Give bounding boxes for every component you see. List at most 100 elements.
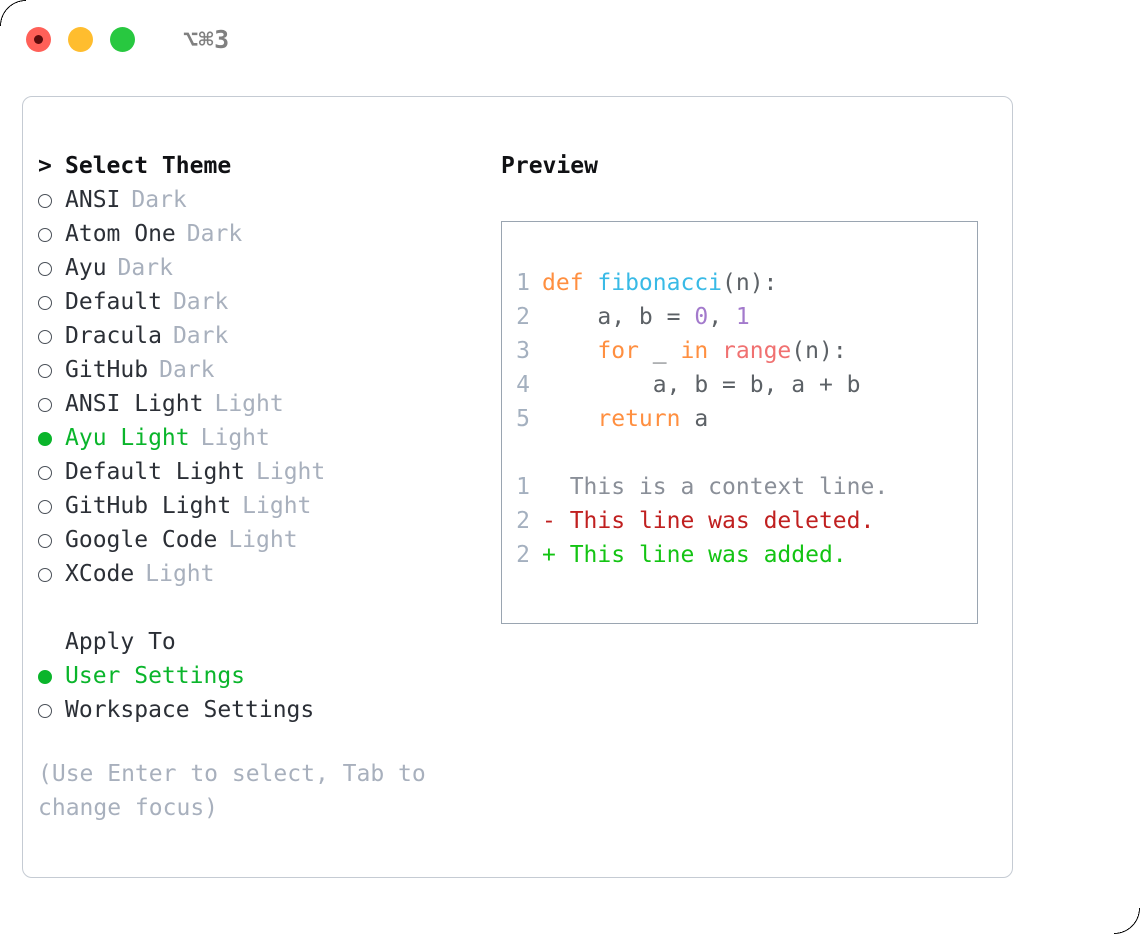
- preview-title: Preview: [501, 153, 598, 179]
- select-theme-header: > Select Theme: [38, 149, 493, 183]
- code-line-source: def fibonacci(n):: [542, 266, 777, 300]
- theme-option-ayu-light[interactable]: Ayu Light Light: [38, 421, 493, 455]
- theme-option-label: GitHub Light: [65, 493, 232, 519]
- theme-option-dracula[interactable]: Dracula Dark: [38, 319, 493, 353]
- code-token-fn: fibonacci: [597, 270, 723, 296]
- theme-option-variant: Dark: [186, 221, 243, 247]
- theme-option-label: Atom One: [65, 221, 176, 247]
- radio-dot: [38, 500, 52, 514]
- radio-selected-icon: [38, 421, 65, 455]
- diff-text: This is a context line.: [555, 474, 889, 500]
- code-token-punc: (n):: [791, 338, 847, 364]
- code-token-plain: a, b =: [542, 304, 695, 330]
- theme-option-atom-one[interactable]: Atom One Dark: [38, 217, 493, 251]
- apply-to-option-workspace-settings[interactable]: Workspace Settings: [38, 693, 493, 727]
- diff-sign: -: [542, 508, 556, 534]
- theme-option-variant: Light: [200, 425, 270, 451]
- radio-dot: [38, 262, 52, 276]
- diff-text: This line was added.: [555, 542, 847, 568]
- radio-dot: [38, 330, 52, 344]
- theme-option-ansi-light[interactable]: ANSI Light Light: [38, 387, 493, 421]
- radio-empty-icon: [38, 387, 65, 421]
- code-line-number: 2: [516, 304, 530, 330]
- radio-empty-icon: [38, 557, 65, 591]
- apply-to-option-user-settings[interactable]: User Settings: [38, 659, 493, 693]
- theme-option-variant: Light: [256, 459, 326, 485]
- code-token-plain: _: [638, 338, 681, 364]
- diff-line-content: This is a context line.: [542, 470, 889, 504]
- theme-option-label: Default: [65, 289, 162, 315]
- radio-empty-icon: [38, 251, 65, 285]
- code-diff-separator: [502, 436, 977, 470]
- diff-line-del: 2- This line was deleted.: [502, 504, 977, 538]
- theme-option-variant: Light: [214, 391, 284, 417]
- diff-line-content: - This line was deleted.: [542, 504, 874, 538]
- minimize-button[interactable]: [68, 26, 93, 52]
- theme-option-variant: Dark: [131, 187, 187, 213]
- apply-to-option-label: Workspace Settings: [65, 697, 315, 723]
- code-token-num: 1: [735, 304, 750, 330]
- radio-empty-icon: [38, 183, 65, 217]
- radio-dot: [38, 670, 52, 684]
- theme-option-xcode[interactable]: XCode Light: [38, 557, 493, 591]
- code-token-punc: (n):: [722, 270, 778, 296]
- code-line-source: a, b = 0, 1: [542, 300, 750, 334]
- close-button[interactable]: [26, 26, 51, 52]
- radio-dot: [38, 432, 52, 446]
- theme-option-variant: Dark: [159, 357, 215, 383]
- theme-option-variant: Light: [228, 527, 298, 553]
- code-line: 4 a, b = b, a + b: [502, 368, 977, 402]
- diff-line-number: 1: [516, 474, 530, 500]
- theme-option-label: Ayu Light: [65, 425, 190, 451]
- zoom-button[interactable]: [110, 26, 135, 52]
- diff-line-content: + This line was added.: [542, 538, 847, 572]
- window-titlebar: ⌥⌘3: [0, 0, 1140, 78]
- theme-option-variant: Dark: [172, 289, 229, 315]
- radio-dot: [38, 704, 52, 718]
- radio-dot: [38, 228, 52, 242]
- code-token-plain: a: [680, 406, 709, 432]
- page-corner-bottom-right: [1114, 908, 1140, 934]
- diff-text: This line was deleted.: [555, 508, 875, 534]
- theme-option-label: Dracula: [65, 323, 162, 349]
- theme-option-label: GitHub: [65, 357, 149, 383]
- theme-option-default[interactable]: Default Dark: [38, 285, 493, 319]
- theme-option-label: XCode: [65, 561, 135, 587]
- theme-option-ansi[interactable]: ANSI Dark: [38, 183, 493, 217]
- code-token-kw: def: [542, 270, 598, 296]
- code-line-number: 5: [516, 406, 530, 432]
- traffic-lights: [26, 26, 135, 52]
- theme-option-label: ANSI: [65, 187, 121, 213]
- code-line: 5 return a: [502, 402, 977, 436]
- prompt-caret-icon: >: [38, 153, 52, 179]
- select-theme-title: Select Theme: [65, 153, 232, 179]
- diff-line-number: 2: [516, 542, 530, 568]
- radio-selected-icon: [38, 659, 65, 693]
- code-token-call: range: [722, 338, 792, 364]
- radio-empty-icon: [38, 353, 65, 387]
- apply-to-title: Apply To: [65, 629, 176, 655]
- theme-option-variant: Light: [145, 561, 215, 587]
- theme-option-label: ANSI Light: [65, 391, 204, 417]
- radio-dot: [38, 296, 52, 310]
- theme-option-variant: Dark: [172, 323, 229, 349]
- code-token-plain: [542, 406, 597, 432]
- code-token-kw: return: [597, 406, 681, 432]
- theme-option-github[interactable]: GitHub Dark: [38, 353, 493, 387]
- code-token-plain: a, b = b, a + b: [542, 372, 861, 398]
- list-spacer: [38, 591, 493, 625]
- diff-sign: [542, 474, 556, 500]
- theme-option-variant: Dark: [117, 255, 173, 281]
- code-line-source: for _ in range(n):: [542, 334, 847, 368]
